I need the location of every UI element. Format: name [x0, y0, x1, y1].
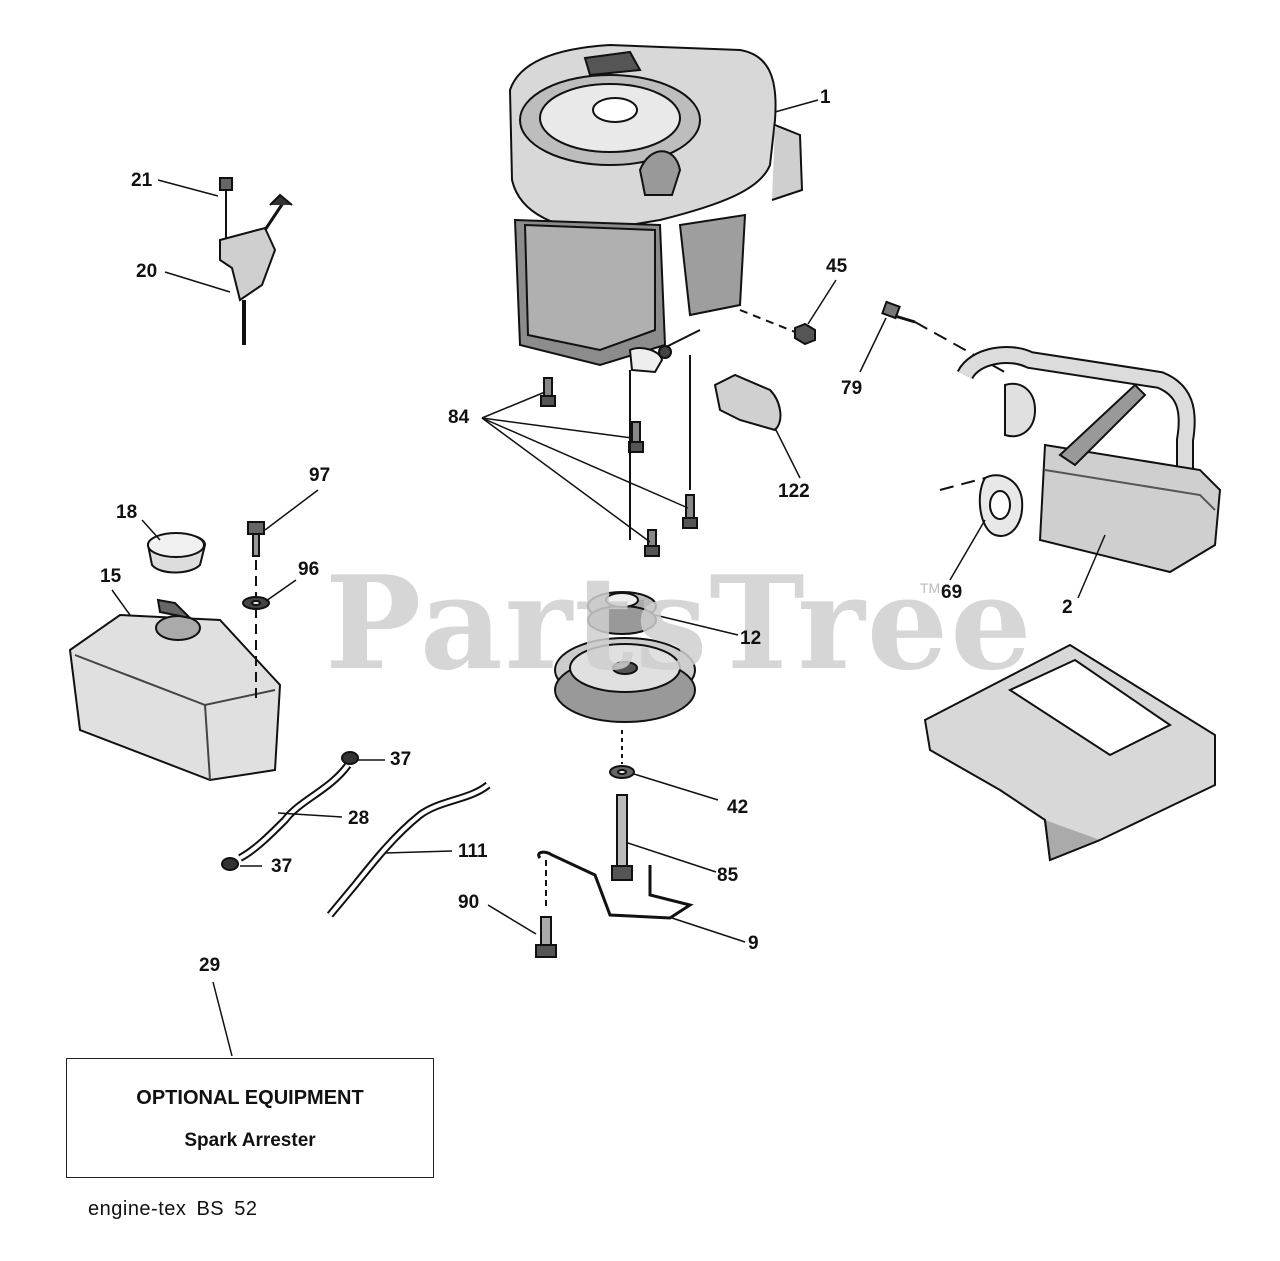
callout-leader-lines: [111, 99, 1106, 1057]
callout-85: 85: [717, 865, 739, 886]
callout-42: 42: [727, 797, 749, 818]
callout-18: 18: [116, 502, 138, 523]
diagram-code-label: engine-tex BS 52: [88, 1198, 258, 1220]
callout-37a: 37: [390, 749, 412, 770]
callout-45: 45: [826, 256, 848, 277]
optional-equipment-box: OPTIONAL EQUIPMENT Spark Arrester: [66, 1058, 434, 1178]
callout-97: 97: [309, 465, 331, 486]
pulley-part: [554, 591, 696, 723]
callout-20: 20: [136, 261, 158, 282]
callout-90: 90: [458, 892, 480, 913]
callout-28: 28: [348, 808, 370, 829]
washer-bolt-parts: [609, 730, 635, 881]
throttle-bracket-part: [219, 177, 293, 345]
frame-bracket-part: [923, 643, 1216, 862]
rod-bolt-parts: [535, 850, 694, 958]
screw-part-79: [881, 300, 1011, 376]
fuel-hose-parts: [221, 751, 491, 918]
watermark-brand: PartsTree: [325, 549, 1034, 699]
callout-79: 79: [841, 378, 863, 399]
optional-equipment-title: OPTIONAL EQUIPMENT: [136, 1087, 364, 1109]
gasket-part-69: [939, 474, 1024, 537]
callout-2: 2: [1062, 597, 1073, 618]
callout-122: 122: [778, 481, 810, 502]
fuel-tank-part: [68, 532, 282, 782]
bolt-washer-parts-97-96: [242, 521, 270, 700]
nut-part-45: [739, 309, 816, 346]
callout-12: 12: [740, 628, 762, 649]
heat-shield-part: [713, 373, 782, 432]
engine-part: [508, 43, 804, 374]
bolt-parts-84: [540, 355, 698, 557]
watermark-trademark: TM: [920, 580, 941, 596]
callout-29: 29: [199, 955, 221, 976]
callout-1: 1: [820, 87, 831, 108]
callout-96: 96: [298, 559, 320, 580]
callout-69: 69: [941, 582, 963, 603]
muffler-part: [956, 346, 1222, 574]
callout-84: 84: [448, 407, 470, 428]
callout-9: 9: [748, 933, 759, 954]
optional-equipment-item: Spark Arrester: [184, 1130, 316, 1151]
callout-21: 21: [131, 170, 153, 191]
callout-15: 15: [100, 566, 122, 587]
callout-111: 111: [458, 841, 488, 862]
callout-37b: 37: [271, 856, 293, 877]
